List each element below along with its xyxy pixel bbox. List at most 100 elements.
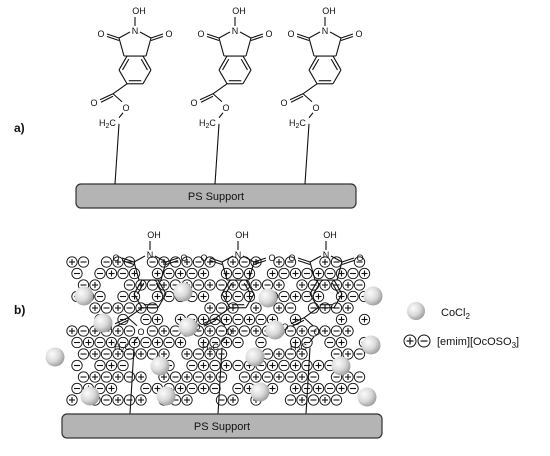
- bond: [248, 261, 255, 281]
- cation-ion: [358, 267, 371, 280]
- cocl2-particle: [150, 356, 170, 376]
- cation-ion: [319, 394, 331, 406]
- bond: [133, 293, 143, 309]
- bond: [312, 58, 320, 71]
- anion-ion: [71, 267, 83, 280]
- anion-ion: [94, 359, 106, 372]
- tether-bond: [114, 123, 120, 185]
- bond: [114, 317, 129, 325]
- bond: [142, 69, 152, 85]
- atom-o: O: [112, 253, 119, 263]
- atom-oh: OH: [235, 230, 249, 240]
- anion-ion: [347, 290, 359, 303]
- atom-o: O: [200, 253, 207, 263]
- bond: [296, 33, 310, 39]
- cation-ion: [342, 279, 354, 291]
- cation-ion: [105, 336, 118, 349]
- bond: [150, 35, 164, 42]
- cocl2-particle: [45, 347, 65, 367]
- cation-ion: [273, 348, 285, 360]
- bond: [290, 95, 304, 103]
- cation-ion: [89, 279, 101, 291]
- cocl2-particle: [361, 335, 381, 355]
- bond: [99, 93, 114, 101]
- anion-ion: [284, 348, 297, 360]
- anion-ion: [324, 267, 336, 280]
- anion-ion: [100, 371, 113, 383]
- bond: [203, 319, 217, 327]
- anion-ion: [209, 359, 221, 372]
- cation-ion: [312, 267, 325, 280]
- cation-ion: [289, 359, 302, 372]
- bond: [302, 93, 313, 103]
- anion-ion: [146, 348, 159, 360]
- anion-ion: [100, 348, 113, 360]
- anion-ion: [163, 267, 175, 280]
- atom-o: O: [180, 253, 187, 263]
- anion-ion: [209, 382, 221, 395]
- anion-ion: [261, 371, 274, 383]
- bond: [209, 259, 223, 266]
- cation-ion: [82, 336, 95, 349]
- cocl2-particle: [331, 356, 351, 376]
- bond: [215, 307, 231, 319]
- bond: [118, 55, 128, 71]
- atom-o: O: [197, 29, 204, 39]
- cation-ion: [204, 302, 216, 314]
- anion-ion: [71, 382, 83, 395]
- bond: [332, 69, 342, 85]
- bond: [118, 37, 125, 57]
- group-ch2: H2C: [199, 118, 216, 130]
- anion-ion: [192, 348, 205, 360]
- anion-ion: [353, 348, 366, 360]
- cocl2-particle: [178, 317, 198, 337]
- cocl2-particle: [357, 387, 377, 407]
- anion-ion: [140, 336, 152, 349]
- bond: [242, 55, 252, 71]
- cation-ion: [89, 348, 101, 360]
- anion-ion: [278, 359, 290, 372]
- cation-ion: [266, 359, 279, 372]
- anion-ion: [100, 394, 113, 406]
- cation-ion: [128, 336, 141, 349]
- anion-ion: [255, 313, 267, 326]
- bond: [340, 35, 354, 42]
- anion-ion: [117, 359, 129, 372]
- cation-ion: [197, 267, 210, 280]
- tether-bond: [214, 123, 220, 185]
- bond: [308, 69, 318, 85]
- cation-ion: [181, 394, 193, 406]
- atom-oh: OH: [147, 230, 161, 240]
- bond: [242, 255, 255, 263]
- bond: [106, 35, 120, 42]
- atom-o: O: [280, 98, 287, 108]
- anion-ion: [278, 290, 290, 303]
- bond: [240, 58, 248, 71]
- cocl2-particle: [258, 288, 278, 308]
- bond: [335, 37, 342, 57]
- cation-ion: [289, 267, 302, 280]
- cation-ion: [335, 336, 348, 349]
- anion-ion: [94, 336, 106, 349]
- bond: [155, 282, 163, 295]
- anion-ion: [100, 302, 113, 314]
- cation-ion: [335, 382, 348, 395]
- cation-ion: [296, 348, 308, 360]
- anion-ion: [71, 336, 83, 349]
- bond: [245, 293, 255, 309]
- cocl2-particle: [156, 386, 176, 406]
- bond: [296, 35, 310, 42]
- anion-ion: [301, 336, 313, 349]
- anion-ion: [232, 382, 244, 395]
- atom-oh: OH: [232, 6, 246, 16]
- cation-ion: [296, 394, 308, 406]
- atom-oh: OH: [323, 230, 337, 240]
- cation-ion: [197, 290, 210, 303]
- cation-ion: [112, 302, 124, 314]
- anion-ion: [284, 325, 297, 337]
- anion-ion: [123, 348, 136, 360]
- cation-ion: [319, 256, 331, 268]
